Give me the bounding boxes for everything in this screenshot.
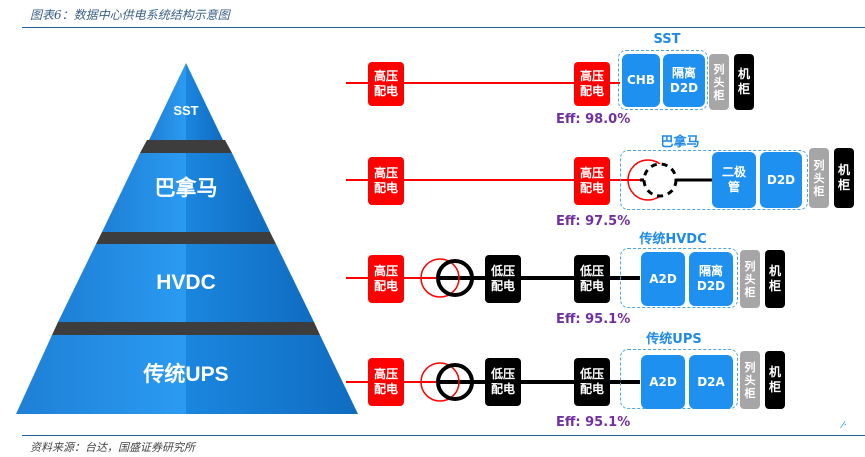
pyramid-gap-2 bbox=[96, 232, 276, 244]
row4-rack-cabinet: 机 柜 bbox=[765, 351, 785, 409]
pyramid-tier-hvdc-left bbox=[58, 244, 186, 322]
row4-efficiency: Eff: 95.1% bbox=[556, 415, 631, 430]
row2-column-head-cabinet: 列 头 柜 bbox=[809, 148, 829, 208]
row4-hv-left: 高压 配电 bbox=[368, 358, 404, 406]
row1-rack-cabinet: 机 柜 bbox=[734, 54, 754, 110]
row3-column-head-cabinet: 列 头 柜 bbox=[740, 250, 760, 308]
row3-block-a2d: A2D bbox=[641, 252, 685, 306]
pyramid-gap-1 bbox=[140, 140, 232, 153]
panama-dashed-group bbox=[620, 150, 808, 210]
pyramid-label-hvdc: HVDC bbox=[156, 271, 216, 294]
pyramid-label-ups: 传统UPS bbox=[143, 363, 229, 386]
row1-column-head-cabinet: 列 头 柜 bbox=[709, 54, 729, 110]
section-title-sst: SST bbox=[653, 32, 681, 47]
hvdc-dashed-group bbox=[620, 248, 738, 308]
row1-efficiency: Eff: 98.0% bbox=[556, 112, 631, 127]
row3-transformer-primary bbox=[420, 258, 460, 298]
figure-source: 资料来源：台达，国盛证券研究所 bbox=[30, 441, 195, 454]
pyramid-label-panama: 巴拿马 bbox=[154, 177, 218, 200]
pyramid-tier-panama-left bbox=[102, 153, 186, 232]
pyramid-label-sst: SST bbox=[173, 103, 199, 118]
section-title-ups: 传统UPS bbox=[646, 332, 702, 347]
row2-block-d2d: D2D bbox=[760, 152, 802, 208]
section-title-panama: 巴拿马 bbox=[660, 135, 700, 150]
row4-block-d2a: D2A bbox=[689, 355, 733, 409]
row4-lv-left: 低压 配电 bbox=[485, 358, 521, 406]
pyramid-tier-ups-right bbox=[186, 335, 358, 414]
row1-hv-right: 高压 配电 bbox=[574, 62, 610, 106]
row3-rack-cabinet: 机 柜 bbox=[765, 250, 785, 308]
section-title-hvdc: 传统HVDC bbox=[639, 232, 707, 247]
corner-mark: ⁄· bbox=[842, 420, 847, 431]
pyramid-tier-panama-right bbox=[186, 153, 270, 232]
pyramid-gap-3 bbox=[52, 322, 320, 335]
row4-column-head-cabinet: 列 头 柜 bbox=[740, 351, 760, 409]
row1-hv-left: 高压 配电 bbox=[368, 62, 404, 106]
bottom-rule bbox=[22, 435, 865, 436]
row1-block-isolated-d2d: 隔离 D2D bbox=[663, 54, 705, 107]
row4-transformer-secondary bbox=[436, 363, 474, 401]
sst-dashed-group bbox=[618, 50, 708, 110]
pyramid-tier-ups-left bbox=[16, 335, 186, 414]
figure-title: 图表6：数据中心供电系统结构示意图 bbox=[30, 8, 230, 22]
row4-block-a2d: A2D bbox=[641, 355, 685, 409]
pyramid-tier-sst-left bbox=[149, 63, 186, 140]
row3-efficiency: Eff: 95.1% bbox=[556, 312, 631, 327]
pyramid-tier-hvdc-right bbox=[186, 244, 314, 322]
row2-hv-left: 高压 配电 bbox=[368, 157, 404, 205]
row3-transformer-secondary bbox=[436, 259, 474, 297]
row3-lv-right: 低压 配电 bbox=[574, 255, 610, 303]
row2-block-diode: 二极 管 bbox=[712, 152, 756, 208]
row2-hv-right: 高压 配电 bbox=[574, 157, 610, 205]
row1-block-chb: CHB bbox=[622, 54, 660, 107]
row4-transformer-primary bbox=[420, 362, 460, 402]
row4-lv-right: 低压 配电 bbox=[574, 358, 610, 406]
row3-hv-left: 高压 配电 bbox=[368, 255, 404, 303]
row3-lv-left: 低压 配电 bbox=[485, 255, 521, 303]
row2-rack-cabinet: 机 柜 bbox=[834, 148, 854, 208]
row2-transformer-multi bbox=[642, 162, 678, 198]
row3-block-isolated-d2d: 隔离 D2D bbox=[689, 252, 733, 306]
row2-efficiency: Eff: 97.5% bbox=[556, 214, 631, 229]
top-rule bbox=[22, 27, 865, 28]
pyramid-tier-sst-right bbox=[186, 63, 223, 140]
pyramid bbox=[16, 63, 358, 414]
